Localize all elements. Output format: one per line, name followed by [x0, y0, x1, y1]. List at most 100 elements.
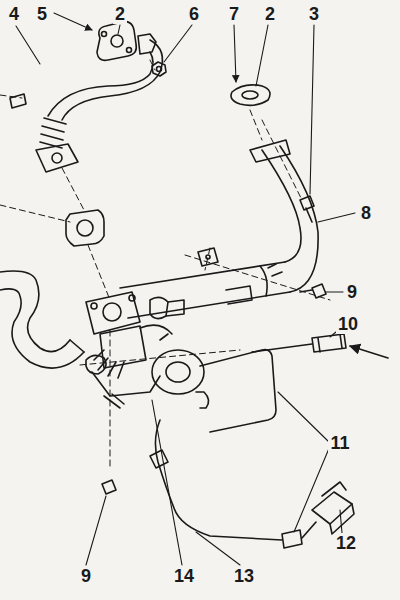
- callout-number: 10: [336, 314, 360, 334]
- assembly-line: [0, 60, 330, 470]
- leader-line: [310, 25, 314, 194]
- leader-line: [326, 291, 343, 292]
- gasket: [66, 210, 104, 246]
- egr-valve: [94, 350, 124, 378]
- egr-pipe: [280, 146, 318, 292]
- leader-line: [16, 13, 355, 565]
- egr-valve: [92, 372, 160, 396]
- egr-pipe: [52, 153, 62, 163]
- egr-pipe: [48, 52, 153, 116]
- coolant-hose: [0, 289, 84, 368]
- callout-number: 6: [187, 4, 201, 24]
- vacuum-hose: [196, 334, 388, 432]
- egr-valve: [152, 350, 204, 394]
- egr-pipe: [10, 34, 162, 172]
- leader-line: [318, 213, 355, 222]
- assembly-line: [88, 245, 110, 300]
- callout-number: 5: [35, 4, 49, 24]
- leader-line: [256, 25, 268, 86]
- egr-pipe: [40, 118, 66, 148]
- bolt: [312, 284, 326, 298]
- egr-valve: [129, 295, 135, 301]
- gasket: [77, 220, 93, 236]
- leader-line: [86, 496, 106, 565]
- egr-pipe: [262, 150, 301, 262]
- wiring-harness: [282, 530, 302, 548]
- egr-valve: [86, 292, 204, 408]
- egr-pipe: [250, 140, 290, 162]
- gasket: [97, 22, 136, 61]
- egr-pipe: [36, 144, 78, 172]
- leader-line: [16, 26, 40, 64]
- leader-line: [152, 400, 182, 565]
- callout-number: 7: [227, 4, 241, 24]
- bolt: [300, 196, 314, 222]
- callout-number: 13: [232, 566, 256, 586]
- callout-number: 9: [345, 282, 359, 302]
- egr-valve: [100, 326, 146, 368]
- callout-number: 4: [7, 4, 21, 24]
- egr-pipe: [250, 140, 318, 292]
- gasket: [242, 91, 258, 99]
- callout-number: 11: [328, 433, 351, 453]
- leader-line: [164, 25, 192, 62]
- solenoid-valve: [322, 482, 346, 496]
- vacuum-hose: [350, 346, 388, 358]
- callout-number: 12: [334, 533, 358, 553]
- gasket: [97, 22, 136, 61]
- egr-valve: [91, 303, 97, 309]
- wiring-harness: [150, 450, 168, 468]
- solenoid-valve: [330, 504, 354, 534]
- callout-number: 9: [79, 566, 93, 586]
- egr-pipe: [138, 34, 156, 54]
- egr-cooler: [120, 248, 290, 319]
- bolt: [300, 196, 314, 210]
- egr-cooler: [166, 300, 184, 316]
- coolant-hose: [70, 340, 84, 352]
- vacuum-hose: [312, 334, 346, 352]
- callout-number: 14: [172, 566, 196, 586]
- leader-line: [118, 25, 120, 34]
- leader-line: [340, 510, 342, 533]
- solenoid-valve: [312, 482, 354, 534]
- callout-number: 8: [359, 203, 373, 223]
- callout-number: 3: [307, 4, 321, 24]
- egr-pipe: [10, 94, 26, 108]
- vacuum-hose: [200, 350, 276, 432]
- vacuum-hose: [196, 392, 209, 408]
- egr-valve: [103, 303, 121, 321]
- egr-pipe: [268, 264, 282, 276]
- egr-cooler: [150, 297, 168, 318]
- leader-line: [278, 392, 330, 443]
- gasket: [66, 210, 104, 246]
- egr-cooler: [198, 248, 218, 266]
- assembly-line: [62, 168, 84, 210]
- solenoid-valve: [312, 492, 352, 524]
- assembly-line: [250, 110, 262, 140]
- egr-cooler: [260, 266, 267, 296]
- bolt: [102, 480, 116, 494]
- bolt: [102, 284, 326, 494]
- vacuum-hose: [252, 344, 312, 352]
- assembly-line: [0, 205, 70, 222]
- assembly-line: [205, 248, 210, 270]
- gasket: [127, 48, 132, 53]
- callout-number: 2: [263, 4, 277, 24]
- leader-line: [54, 13, 92, 30]
- egr-valve: [140, 325, 172, 340]
- leader-line: [196, 532, 240, 565]
- gasket: [231, 85, 270, 105]
- leader-line: [234, 25, 236, 82]
- gasket: [111, 35, 123, 47]
- bolt: [300, 290, 312, 292]
- egr-cooler: [226, 286, 252, 304]
- gasket: [231, 85, 270, 105]
- bolt: [306, 208, 312, 222]
- gasket: [102, 32, 107, 37]
- leader-line: [294, 446, 330, 532]
- coolant-hose: [0, 271, 106, 374]
- egr-cooler: [206, 255, 210, 259]
